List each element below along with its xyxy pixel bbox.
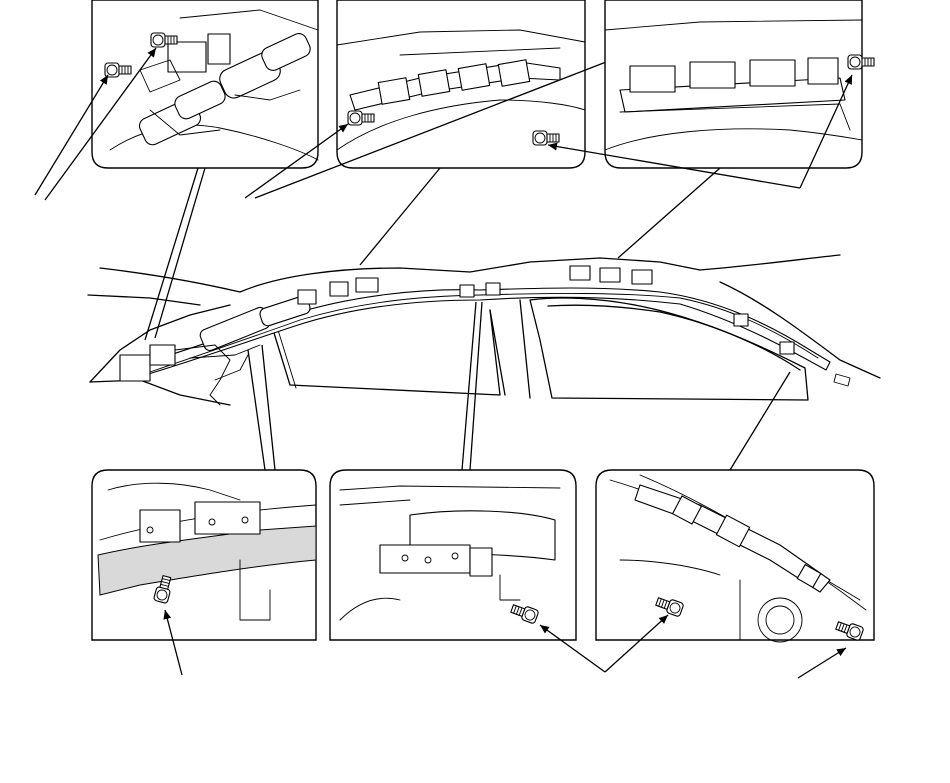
detail-bottom-center [329,469,577,641]
detail-top-left [91,0,319,169]
detail-top-center [336,0,680,169]
bolt-icon [847,54,875,70]
detail-bottom-right [595,469,875,643]
detail-bottom-left [91,469,317,641]
leader-lines [144,167,791,471]
main-vehicle-view [87,254,881,406]
detail-top-right [604,0,875,169]
